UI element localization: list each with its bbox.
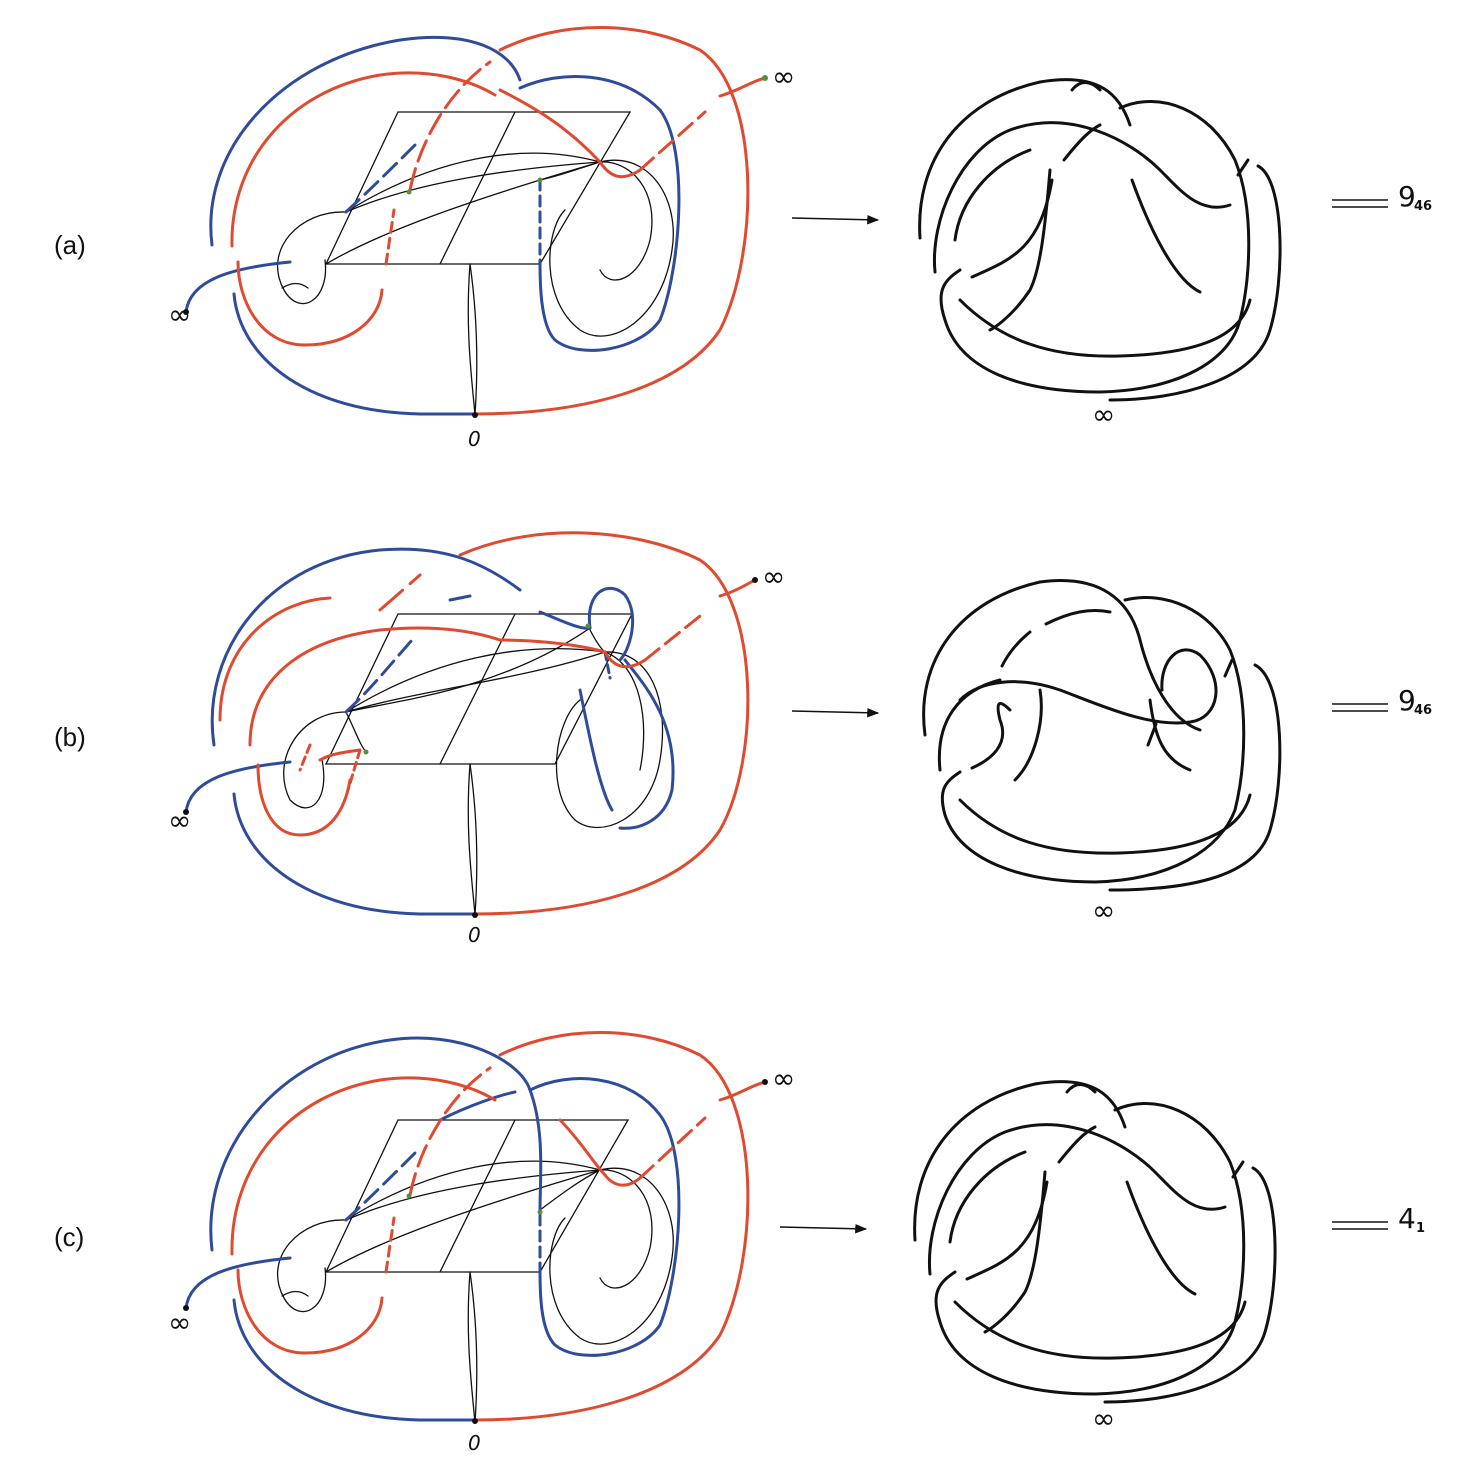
panel-label-b: (b) bbox=[54, 722, 86, 752]
panel-a: ∞ ∞ 0 ∞ 9 46 bbox=[168, 26, 1432, 451]
endpoint-dot bbox=[472, 912, 478, 918]
knot-diagram bbox=[918, 78, 1282, 402]
panel-label-c: (c) bbox=[54, 1222, 85, 1252]
endpoint-dot bbox=[472, 412, 478, 418]
source-top-label: ∞ bbox=[762, 560, 785, 593]
result-sub: 46 bbox=[1414, 199, 1432, 214]
endpoint-dot bbox=[752, 577, 758, 583]
knot-bottom-label: ∞ bbox=[1092, 894, 1115, 927]
result-sub: 1 bbox=[1416, 1221, 1425, 1236]
source-diagram bbox=[183, 1031, 768, 1424]
surface-wireframe bbox=[277, 1119, 674, 1424]
panel-b: ∞ ∞ 0 ∞ 9 46 bbox=[168, 531, 1432, 947]
knot-bottom-label: ∞ bbox=[1092, 1402, 1115, 1435]
result-main: 9 bbox=[1398, 180, 1416, 213]
source-diagram bbox=[183, 531, 758, 918]
panel-c: ∞ ∞ 0 ∞ 4 1 bbox=[168, 1031, 1425, 1455]
endpoint-dot bbox=[183, 1305, 189, 1311]
endpoint-dot bbox=[762, 75, 768, 81]
blue-arc bbox=[184, 35, 681, 416]
arrow-icon bbox=[791, 707, 880, 718]
marker-dot bbox=[537, 1209, 543, 1215]
red-arc bbox=[230, 26, 767, 416]
source-diagram bbox=[183, 26, 768, 418]
source-top-label: ∞ bbox=[772, 1062, 795, 1095]
knot-diagram bbox=[922, 579, 1282, 892]
source-left-label: ∞ bbox=[168, 1306, 191, 1339]
result-sub: 46 bbox=[1414, 703, 1432, 718]
knot-bottom-label: ∞ bbox=[1092, 398, 1115, 431]
endpoint-dot bbox=[183, 309, 189, 315]
knot-diagram bbox=[913, 1080, 1277, 1404]
endpoint-dot bbox=[183, 809, 189, 815]
source-bottom-label: 0 bbox=[468, 1431, 481, 1455]
source-left-label: ∞ bbox=[168, 804, 191, 837]
source-bottom-label: 0 bbox=[468, 427, 481, 451]
result-main: 4 bbox=[1398, 1202, 1416, 1235]
red-arc bbox=[218, 531, 757, 916]
surface-wireframe bbox=[277, 111, 674, 416]
panel-label-a: (a) bbox=[54, 230, 86, 260]
red-arc bbox=[230, 1031, 767, 1422]
marker-dot bbox=[406, 189, 412, 195]
marker-dot bbox=[585, 623, 591, 629]
endpoint-dot bbox=[762, 1079, 768, 1085]
arrow-icon bbox=[779, 1223, 868, 1234]
marker-dot bbox=[537, 177, 543, 183]
source-left-label: ∞ bbox=[168, 298, 191, 331]
blue-arc bbox=[184, 547, 675, 916]
marker-dot bbox=[363, 749, 369, 755]
endpoint-dot bbox=[472, 1418, 478, 1424]
source-top-label: ∞ bbox=[772, 60, 795, 93]
source-bottom-label: 0 bbox=[468, 923, 481, 947]
blue-arc bbox=[184, 1036, 681, 1422]
arrow-icon bbox=[791, 214, 880, 225]
result-main: 9 bbox=[1398, 684, 1416, 717]
marker-dot bbox=[406, 1193, 412, 1199]
